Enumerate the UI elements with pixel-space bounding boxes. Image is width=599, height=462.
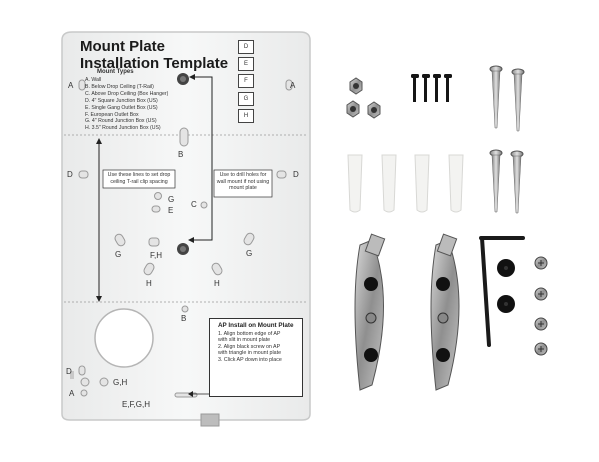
ap-install-box: AP Install on Mount Plate 1. Align botto… bbox=[209, 318, 303, 397]
note-tclip-spacing: Use these lines to set drop ceiling T-ra… bbox=[107, 172, 171, 185]
ap-step: 2. Align black screw on AP bbox=[218, 343, 281, 350]
ap-step: with triangle in mount plate bbox=[218, 350, 282, 357]
mount-type-item: A. Wall bbox=[85, 77, 102, 83]
label-a: A bbox=[68, 81, 74, 90]
label-g: G bbox=[168, 195, 175, 204]
black-machine-screws bbox=[411, 74, 452, 102]
ap-step: with slit in mount plate bbox=[218, 337, 271, 344]
wood-screws bbox=[489, 65, 525, 214]
label-h: H bbox=[146, 279, 152, 288]
mount-type-item: D. 4" Square Junction Box (US) bbox=[85, 97, 158, 104]
label-d: D bbox=[66, 367, 72, 376]
mount-type-item: C. Above Drop Ceiling (Box Hanger) bbox=[85, 90, 169, 97]
label-d: D bbox=[293, 170, 299, 179]
side-box-f: F bbox=[238, 74, 254, 88]
label-a: A bbox=[69, 389, 75, 398]
mount-type-item: G. 4" Round Junction Box (US) bbox=[85, 118, 157, 125]
ap-install-title: AP Install on Mount Plate bbox=[218, 322, 294, 329]
t-rail-clips bbox=[354, 233, 460, 391]
side-box-h: H bbox=[238, 109, 254, 123]
plate-title-line1: Mount Plate bbox=[80, 38, 165, 55]
hex-nuts bbox=[346, 77, 381, 119]
label-fh: F,H bbox=[150, 251, 162, 260]
rubber-washers bbox=[497, 259, 515, 313]
label-h: H bbox=[214, 279, 220, 288]
mount-type-item: E. Single Gang Outlet Box (US) bbox=[85, 104, 158, 111]
side-box-d: D bbox=[238, 40, 254, 54]
label-efgh: E,F,G,H bbox=[122, 400, 151, 409]
mount-type-item: F. European Outlet Box bbox=[85, 111, 139, 118]
label-b: B bbox=[181, 314, 187, 323]
label-b: B bbox=[178, 150, 184, 159]
mount-type-item: H. 3.5" Round Junction Box (US) bbox=[85, 125, 161, 132]
small-screws bbox=[534, 256, 548, 356]
ap-step: 1. Align bottom edge of AP bbox=[218, 331, 281, 337]
label-g: G bbox=[246, 249, 253, 258]
label-gh: G,H bbox=[113, 378, 128, 387]
label-a: A bbox=[290, 81, 296, 90]
plate-title-line2: Installation Template bbox=[80, 55, 229, 72]
mount-types-title: Mount Types bbox=[97, 69, 134, 75]
label-e: E bbox=[168, 206, 174, 215]
side-box-g: G bbox=[238, 92, 254, 106]
ap-install-steps: 1. Align bottom edge of AP with slit in … bbox=[210, 331, 302, 363]
hex-key bbox=[479, 236, 525, 347]
label-d: D bbox=[67, 170, 73, 179]
ap-step: 3. Click AP down into place bbox=[218, 356, 282, 363]
plate-title: Mount Plate Installation Template bbox=[80, 38, 228, 72]
side-box-e: E bbox=[238, 57, 254, 71]
label-c: C bbox=[191, 200, 197, 209]
mount-type-item: B. Below Drop Ceiling (T-Rail) bbox=[85, 83, 154, 90]
plastic-anchors bbox=[347, 154, 464, 213]
mount-types-list: A. Wall B. Below Drop Ceiling (T-Rail) C… bbox=[85, 77, 168, 132]
note-drill-holes: Use to drill holes for wall mount if not… bbox=[216, 172, 270, 191]
label-g: G bbox=[115, 250, 122, 259]
